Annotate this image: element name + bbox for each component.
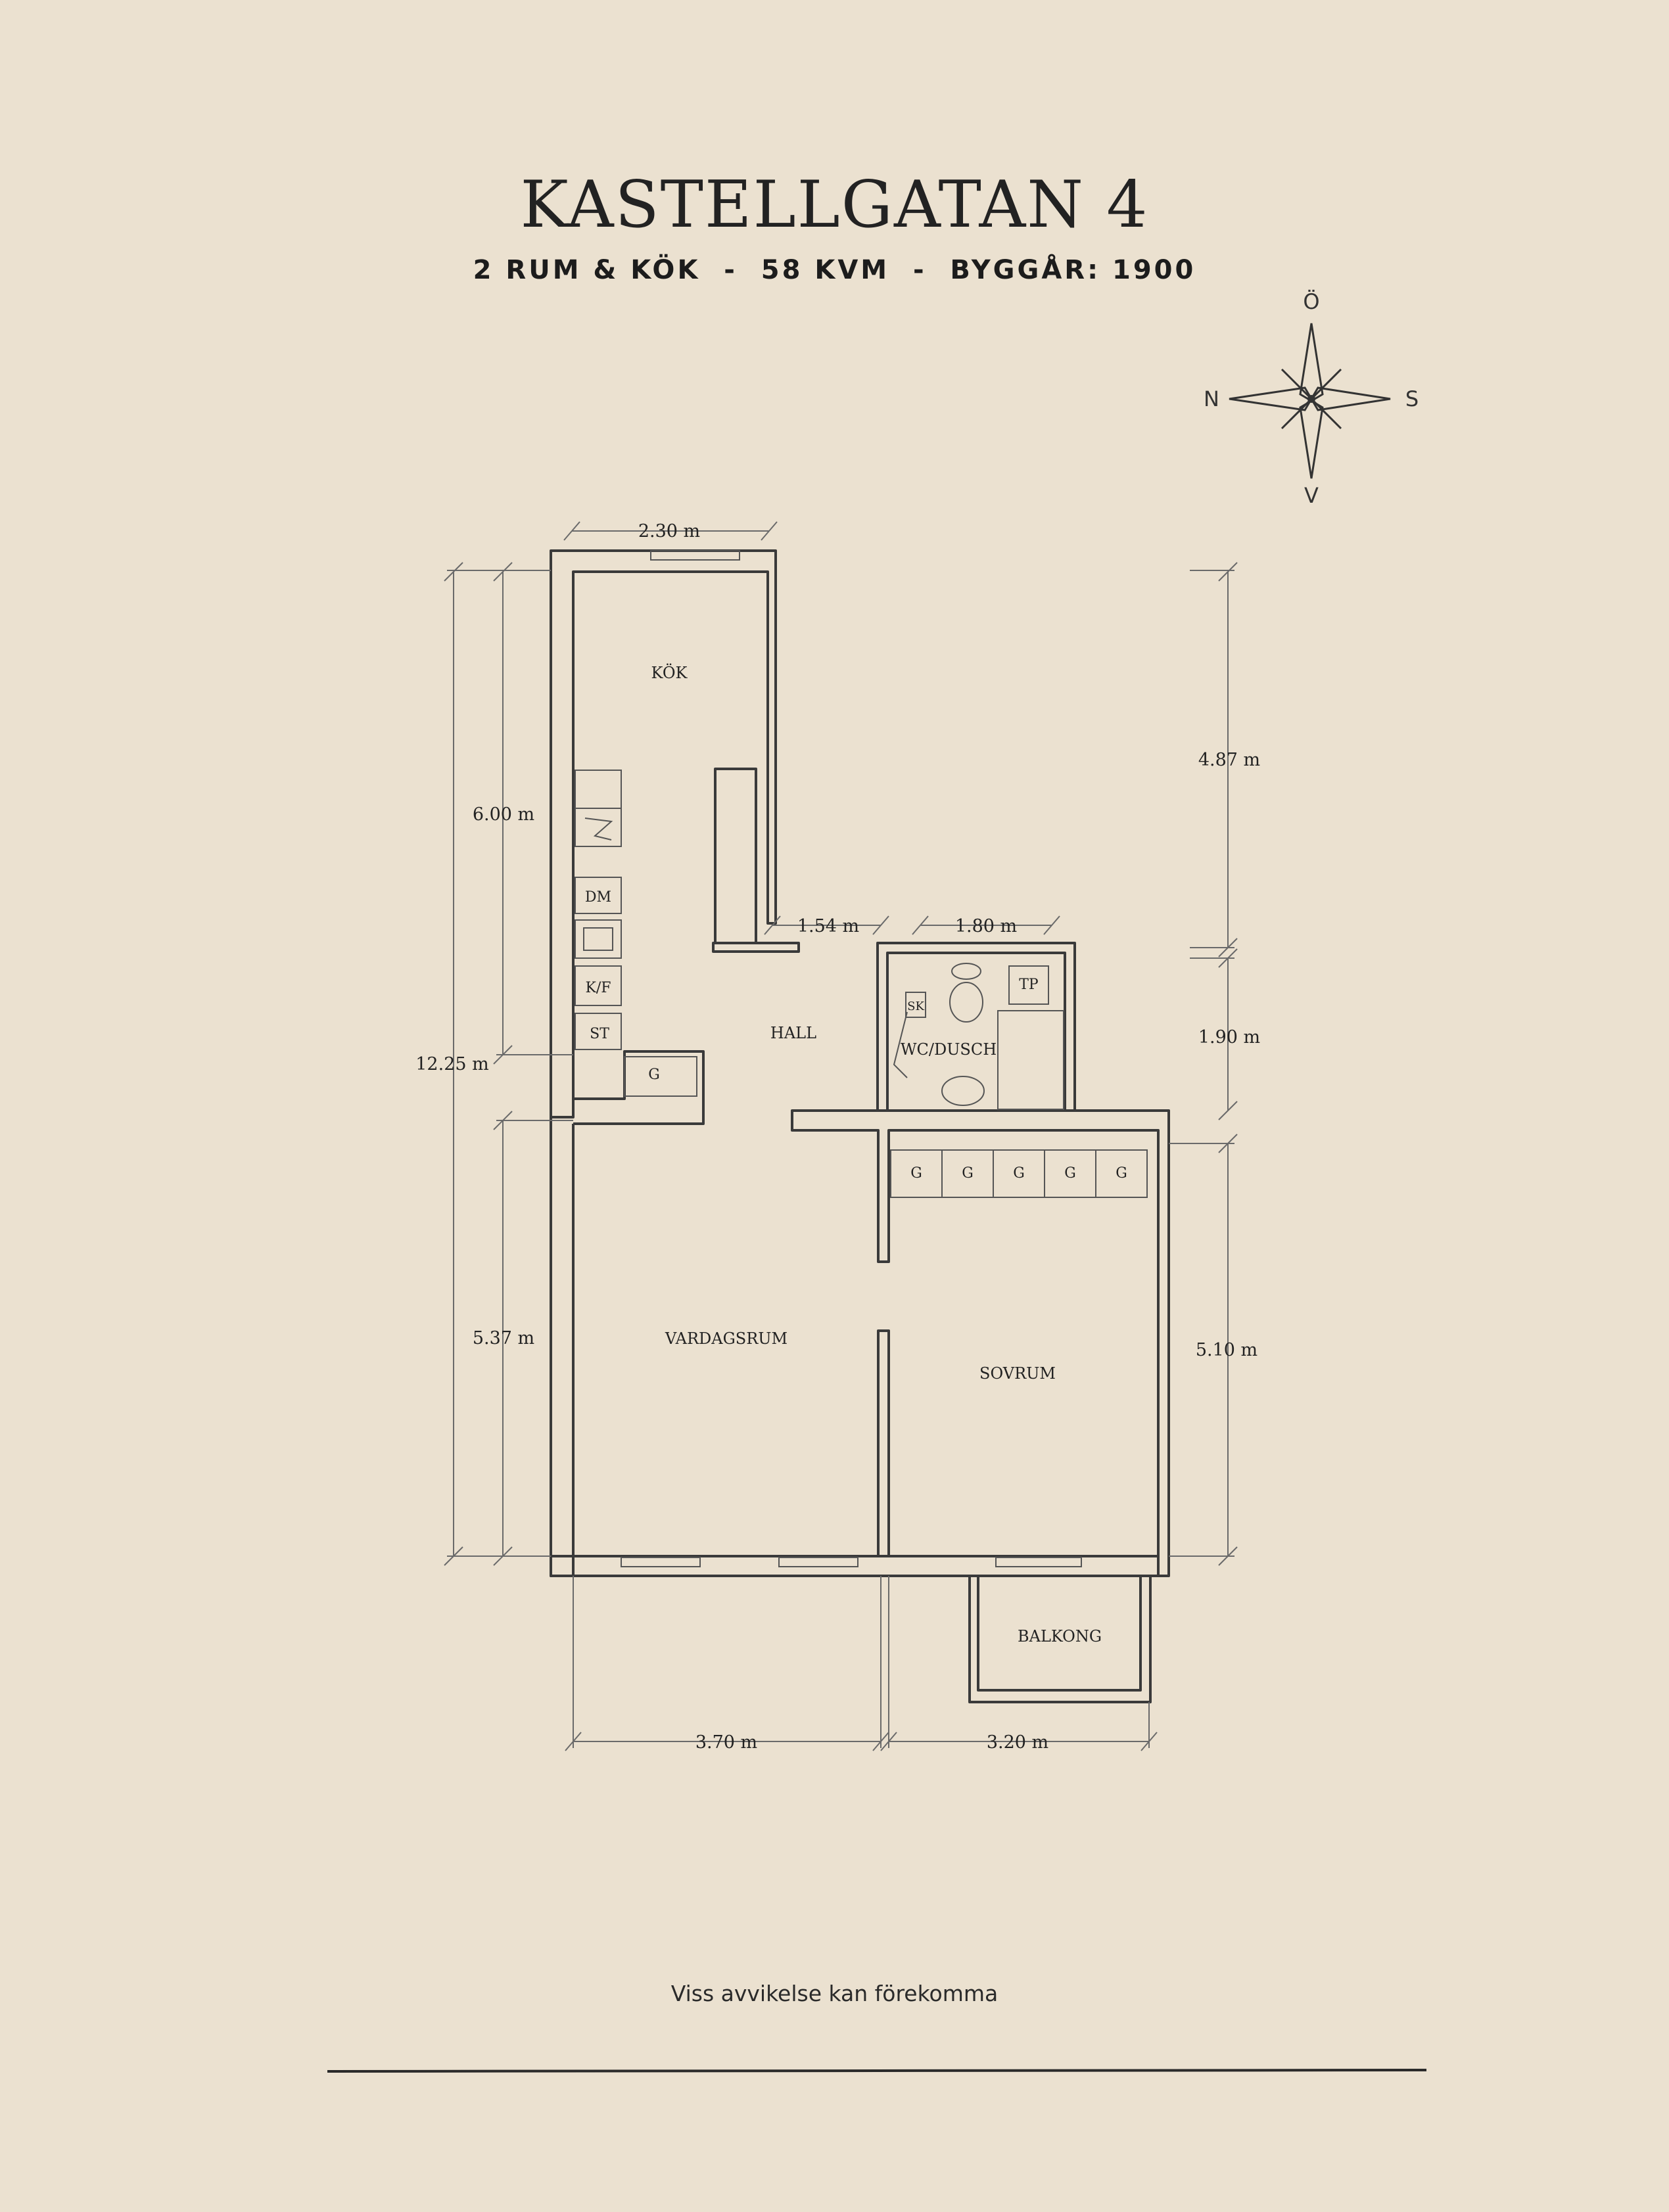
hall-wall <box>712 942 800 953</box>
bedroom-wardrobes <box>890 1149 1148 1198</box>
bathroom-fixtures <box>893 963 1064 1110</box>
bedroom-window <box>995 1557 1082 1567</box>
living-window-2 <box>778 1557 858 1567</box>
compass-south-label: V <box>1304 483 1319 508</box>
kitchen-window <box>650 550 740 561</box>
wardrobe-label: G <box>1013 1165 1025 1182</box>
dimension-right-top: 4.87 m <box>1198 750 1260 770</box>
dimension-total-length: 12.25 m <box>415 1054 488 1074</box>
dimension-bedroom-length: 5.10 m <box>1196 1340 1258 1360</box>
kitchen-lower-wall <box>573 1050 705 1125</box>
dimension-hall-gap: 1.54 m <box>797 916 859 936</box>
dimension-kitchen-length: 6.00 m <box>473 804 534 825</box>
property-summary: 2 RUM & KÖK - 58 KVM - BYGGÅR: 1900 <box>473 255 1196 285</box>
page-title: KASTELLGATAN 4 <box>520 168 1149 242</box>
bottom-wall <box>550 1555 1160 1577</box>
dimension-bath-width: 1.80 m <box>955 916 1017 936</box>
stove-label: ST <box>590 1026 609 1042</box>
wardrobe-label: G <box>962 1165 974 1182</box>
compass-rose-icon <box>1229 323 1391 479</box>
compass-west-label: N <box>1204 386 1219 411</box>
room-label-hall: HALL <box>770 1024 816 1042</box>
dimension-living-length: 5.37 m <box>473 1328 534 1348</box>
towel-dryer-label: TP <box>1019 977 1039 993</box>
left-outer-wall <box>550 1117 575 1577</box>
dimension-lines <box>444 521 1238 1751</box>
outer-wall <box>550 549 777 1118</box>
living-window-1 <box>621 1557 701 1567</box>
balcony-rail <box>968 1575 1152 1703</box>
kitchen-island <box>714 768 757 944</box>
compass-east-label: S <box>1405 386 1419 411</box>
room-label-balcony: BALKONG <box>1018 1627 1102 1646</box>
room-label-bedroom: SOVRUM <box>979 1364 1056 1383</box>
dishwasher-label: DM <box>585 889 611 906</box>
dimension-living-width: 3.70 m <box>695 1732 757 1753</box>
room-label-kitchen: KÖK <box>651 663 688 682</box>
disclaimer-text: Viss avvikelse kan förekomma <box>670 1981 999 2006</box>
kitchen-appliances <box>575 770 697 1097</box>
walls <box>550 549 1170 1703</box>
room-label-bathroom: WC/DUSCH <box>901 1040 997 1059</box>
bathroom-wall <box>876 942 1076 1112</box>
dimension-kitchen-width: 2.30 m <box>638 521 700 541</box>
dimension-bedroom-width: 3.20 m <box>987 1732 1048 1753</box>
hall-bottom-wall <box>791 1109 1170 1577</box>
closet-label: G <box>648 1067 660 1083</box>
partition-wall <box>877 1329 890 1557</box>
room-label-living: VARDAGSRUM <box>665 1329 787 1348</box>
footer-divider <box>327 2069 1427 2073</box>
wardrobe-label: G <box>1116 1165 1127 1182</box>
wardrobe-label: G <box>910 1165 922 1182</box>
dimension-bath-height: 1.90 m <box>1198 1027 1260 1048</box>
wardrobe-label: G <box>1064 1165 1076 1182</box>
cabinet-label: SK <box>907 1000 924 1013</box>
compass-north-label: Ö <box>1303 289 1319 314</box>
fridge-label: K/F <box>585 980 611 996</box>
